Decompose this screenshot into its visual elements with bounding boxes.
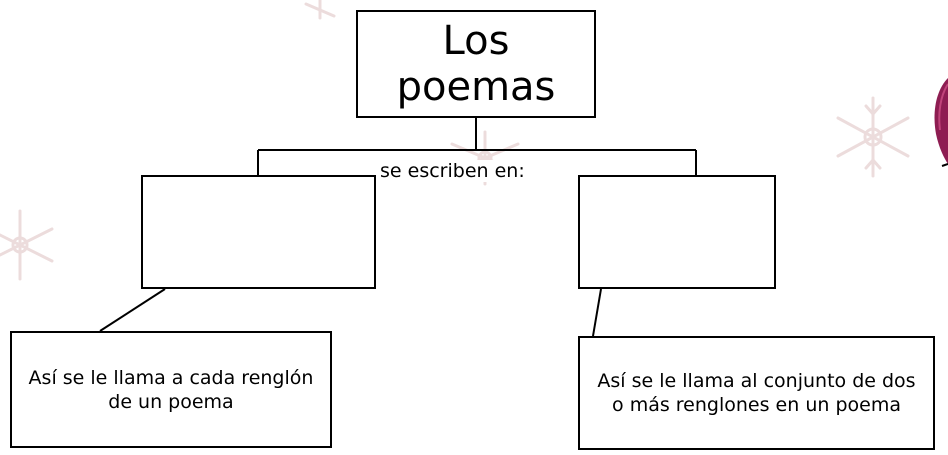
- connector-right-definition: [592, 288, 602, 337]
- blank-answer-box-left[interactable]: [141, 175, 376, 289]
- connector-label: se escriben en:: [378, 160, 527, 182]
- definition-box-right: Así se le llama al conjunto de dos o más…: [578, 336, 935, 450]
- diagram-title: Los poemas: [396, 18, 556, 110]
- snowflake-icon: [836, 96, 910, 178]
- snowflake-icon: [304, 0, 336, 20]
- blank-answer-box-right[interactable]: [578, 175, 776, 289]
- definition-text-right: Así se le llama al conjunto de dos o más…: [597, 370, 916, 416]
- definition-box-left: Así se le llama a cada renglón de un poe…: [10, 331, 332, 448]
- snowflake-icon: [0, 209, 54, 281]
- connector-left-definition: [99, 288, 166, 332]
- decorative-feather-icon: [934, 78, 948, 167]
- definition-text-left: Así se le llama a cada renglón de un poe…: [28, 366, 314, 413]
- title-box: Los poemas: [356, 10, 596, 118]
